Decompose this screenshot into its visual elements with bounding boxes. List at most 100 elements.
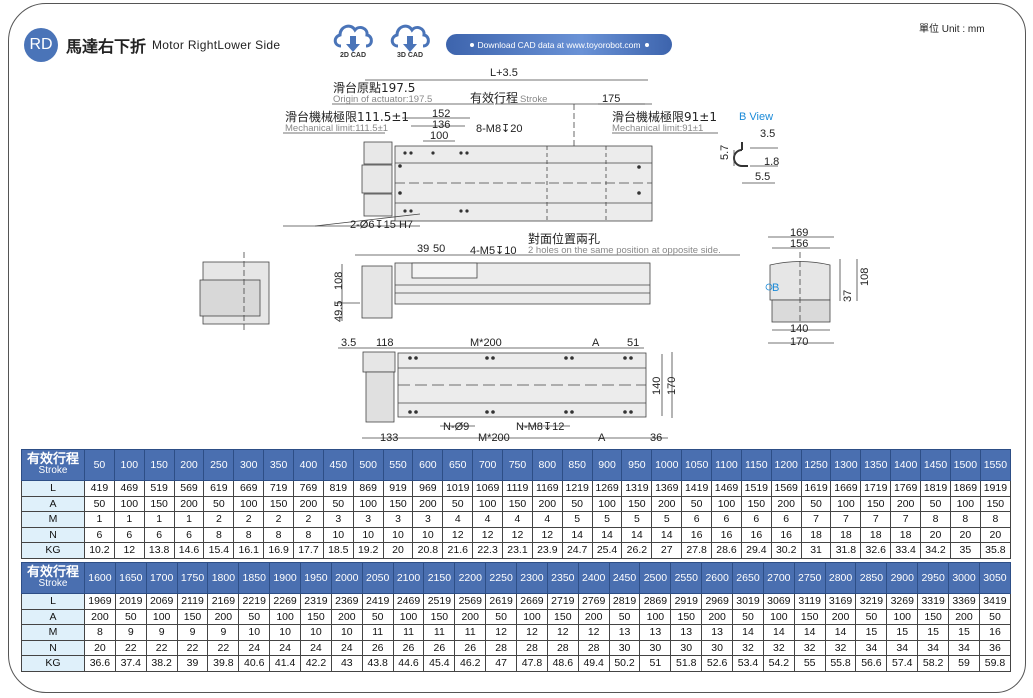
table-cell: 100: [472, 495, 504, 512]
table-cell: 150: [740, 495, 772, 512]
table-cell: 1519: [740, 480, 772, 497]
table-cell: 8: [84, 624, 116, 641]
table-cell: 6: [84, 526, 115, 543]
stroke-value: 350: [263, 449, 295, 481]
cad-2d-label: 2D CAD: [339, 52, 367, 59]
table-cell: 669: [233, 480, 265, 497]
table-cell: 14.6: [173, 542, 205, 559]
stroke-value: 150: [143, 449, 175, 481]
stroke-value: 600: [412, 449, 444, 481]
table-cell: 26.2: [621, 542, 653, 559]
table-cell: 30: [639, 639, 672, 656]
stroke-value: 1500: [949, 449, 981, 481]
table-cell: 39: [176, 655, 209, 672]
download-cad-link[interactable]: Download CAD data at www.toyorobot.com: [446, 34, 672, 55]
stroke-value: 1150: [740, 449, 772, 481]
table-cell: 18: [830, 526, 862, 543]
table-cell: 100: [145, 608, 178, 625]
table-cell: 25.4: [591, 542, 623, 559]
table-cell: 3069: [762, 593, 795, 610]
table-cell: 1619: [800, 480, 832, 497]
table-cell: 34: [886, 639, 919, 656]
stroke-value: 1800: [207, 562, 240, 594]
download-cad-text: Download CAD data at www.toyorobot.com: [477, 39, 641, 50]
table-cell: 3269: [886, 593, 919, 610]
table-cell: 2419: [361, 593, 394, 610]
stroke-value: 2400: [577, 562, 610, 594]
dim-50: 50: [433, 243, 445, 255]
table-cell: 100: [352, 495, 384, 512]
dim-152: 152: [432, 108, 450, 120]
table-cell: 50: [608, 608, 641, 625]
stroke-value: 250: [203, 449, 235, 481]
table-cell: 22: [207, 639, 240, 656]
table-cell: 200: [770, 495, 802, 512]
table-cell: 2119: [176, 593, 209, 610]
row-label: N: [21, 526, 85, 543]
side-dim-49-5: 49.5: [333, 301, 345, 322]
table-cell: 969: [412, 480, 444, 497]
table-cell: 1319: [621, 480, 653, 497]
table-cell: 14: [824, 624, 857, 641]
table-cell: 50: [442, 495, 474, 512]
table-cell: 12: [472, 526, 504, 543]
table-cell: 150: [263, 495, 295, 512]
table-cell: 12: [502, 526, 533, 543]
table-cell: 869: [352, 480, 384, 497]
table-cell: 41.4: [269, 655, 302, 672]
table-cell: 15.4: [203, 542, 235, 559]
table-cell: 48.6: [546, 655, 579, 672]
row-label: A: [21, 608, 85, 625]
table-cell: 13: [608, 624, 641, 641]
table-cell: 16: [740, 526, 772, 543]
table-cell: 150: [382, 495, 414, 512]
table-cell: 7: [830, 511, 862, 528]
table-cell: 8: [233, 526, 265, 543]
table-cell: 34: [855, 639, 888, 656]
b-dim-1-8: 1.8: [764, 156, 779, 168]
row-label: N: [21, 639, 85, 656]
bottom-m200-top: M*200: [470, 337, 502, 349]
table-cell: 1469: [711, 480, 742, 497]
table-cell: 200: [173, 495, 205, 512]
table-cell: 13.8: [143, 542, 175, 559]
table-cell: 2569: [454, 593, 487, 610]
table-cell: 3419: [978, 593, 1012, 610]
table-cell: 469: [113, 480, 145, 497]
table-cell: 150: [860, 495, 892, 512]
table-cell: 5: [621, 511, 653, 528]
table-cell: 50: [732, 608, 764, 625]
bottom-dim-133: 133: [380, 432, 398, 444]
table-cell: 2819: [608, 593, 641, 610]
mech-limit-left-en: Mechanical limit:111.5±1: [285, 123, 388, 134]
table-cell: 16: [711, 526, 742, 543]
table-cell: 8: [263, 526, 295, 543]
bottom-dim-3-5: 3.5: [341, 337, 356, 349]
holes-top-label: 8-M8↧20: [476, 123, 523, 135]
stroke-value: 300: [233, 449, 265, 481]
table-cell: 6: [143, 526, 175, 543]
table-cell: 2969: [701, 593, 734, 610]
bullet-icon: [469, 42, 474, 47]
side-holes-label: 4-M5↧10: [470, 245, 517, 257]
stroke-value: 2600: [701, 562, 734, 594]
table-cell: 150: [917, 608, 950, 625]
stroke-value: 1100: [711, 449, 742, 481]
table-cell: 34: [917, 639, 950, 656]
table-cell: 18: [860, 526, 892, 543]
table-cell: 200: [412, 495, 444, 512]
table-cell: 19.2: [352, 542, 384, 559]
stroke-value: 1450: [920, 449, 951, 481]
cad-3d-download[interactable]: 3D CAD: [385, 20, 435, 59]
table-cell: 47: [485, 655, 518, 672]
table-cell: 1969: [84, 593, 116, 610]
table-cell: 4: [472, 511, 504, 528]
table-cell: 20: [920, 526, 951, 543]
cad-2d-download[interactable]: 2D CAD: [328, 20, 378, 59]
table-cell: 1: [113, 511, 145, 528]
table-cell: 50: [203, 495, 235, 512]
table-cell: 1419: [681, 480, 713, 497]
